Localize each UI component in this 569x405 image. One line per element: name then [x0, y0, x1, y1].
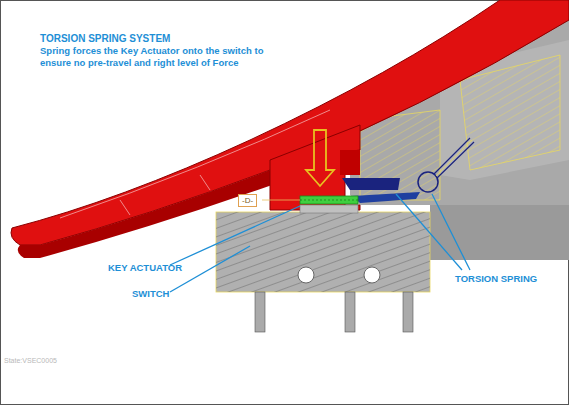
key-actuator [300, 196, 358, 204]
torsion-spring [342, 138, 474, 203]
force-arrow [306, 130, 334, 186]
part-label: TORSION SPRING [455, 273, 537, 284]
title: TORSION SPRING SYSTEM [40, 33, 170, 44]
switch [216, 205, 430, 332]
datum-box: -D- [238, 194, 257, 207]
leader-lines [170, 194, 470, 292]
watermark: State:VSEC0005 [4, 357, 57, 364]
note: Spring forces the Key Actuator onto the … [40, 45, 290, 69]
part-label: KEY ACTUATOR [108, 262, 182, 273]
part-label: SWITCH [132, 288, 169, 299]
datum-label: -D- [242, 196, 253, 205]
